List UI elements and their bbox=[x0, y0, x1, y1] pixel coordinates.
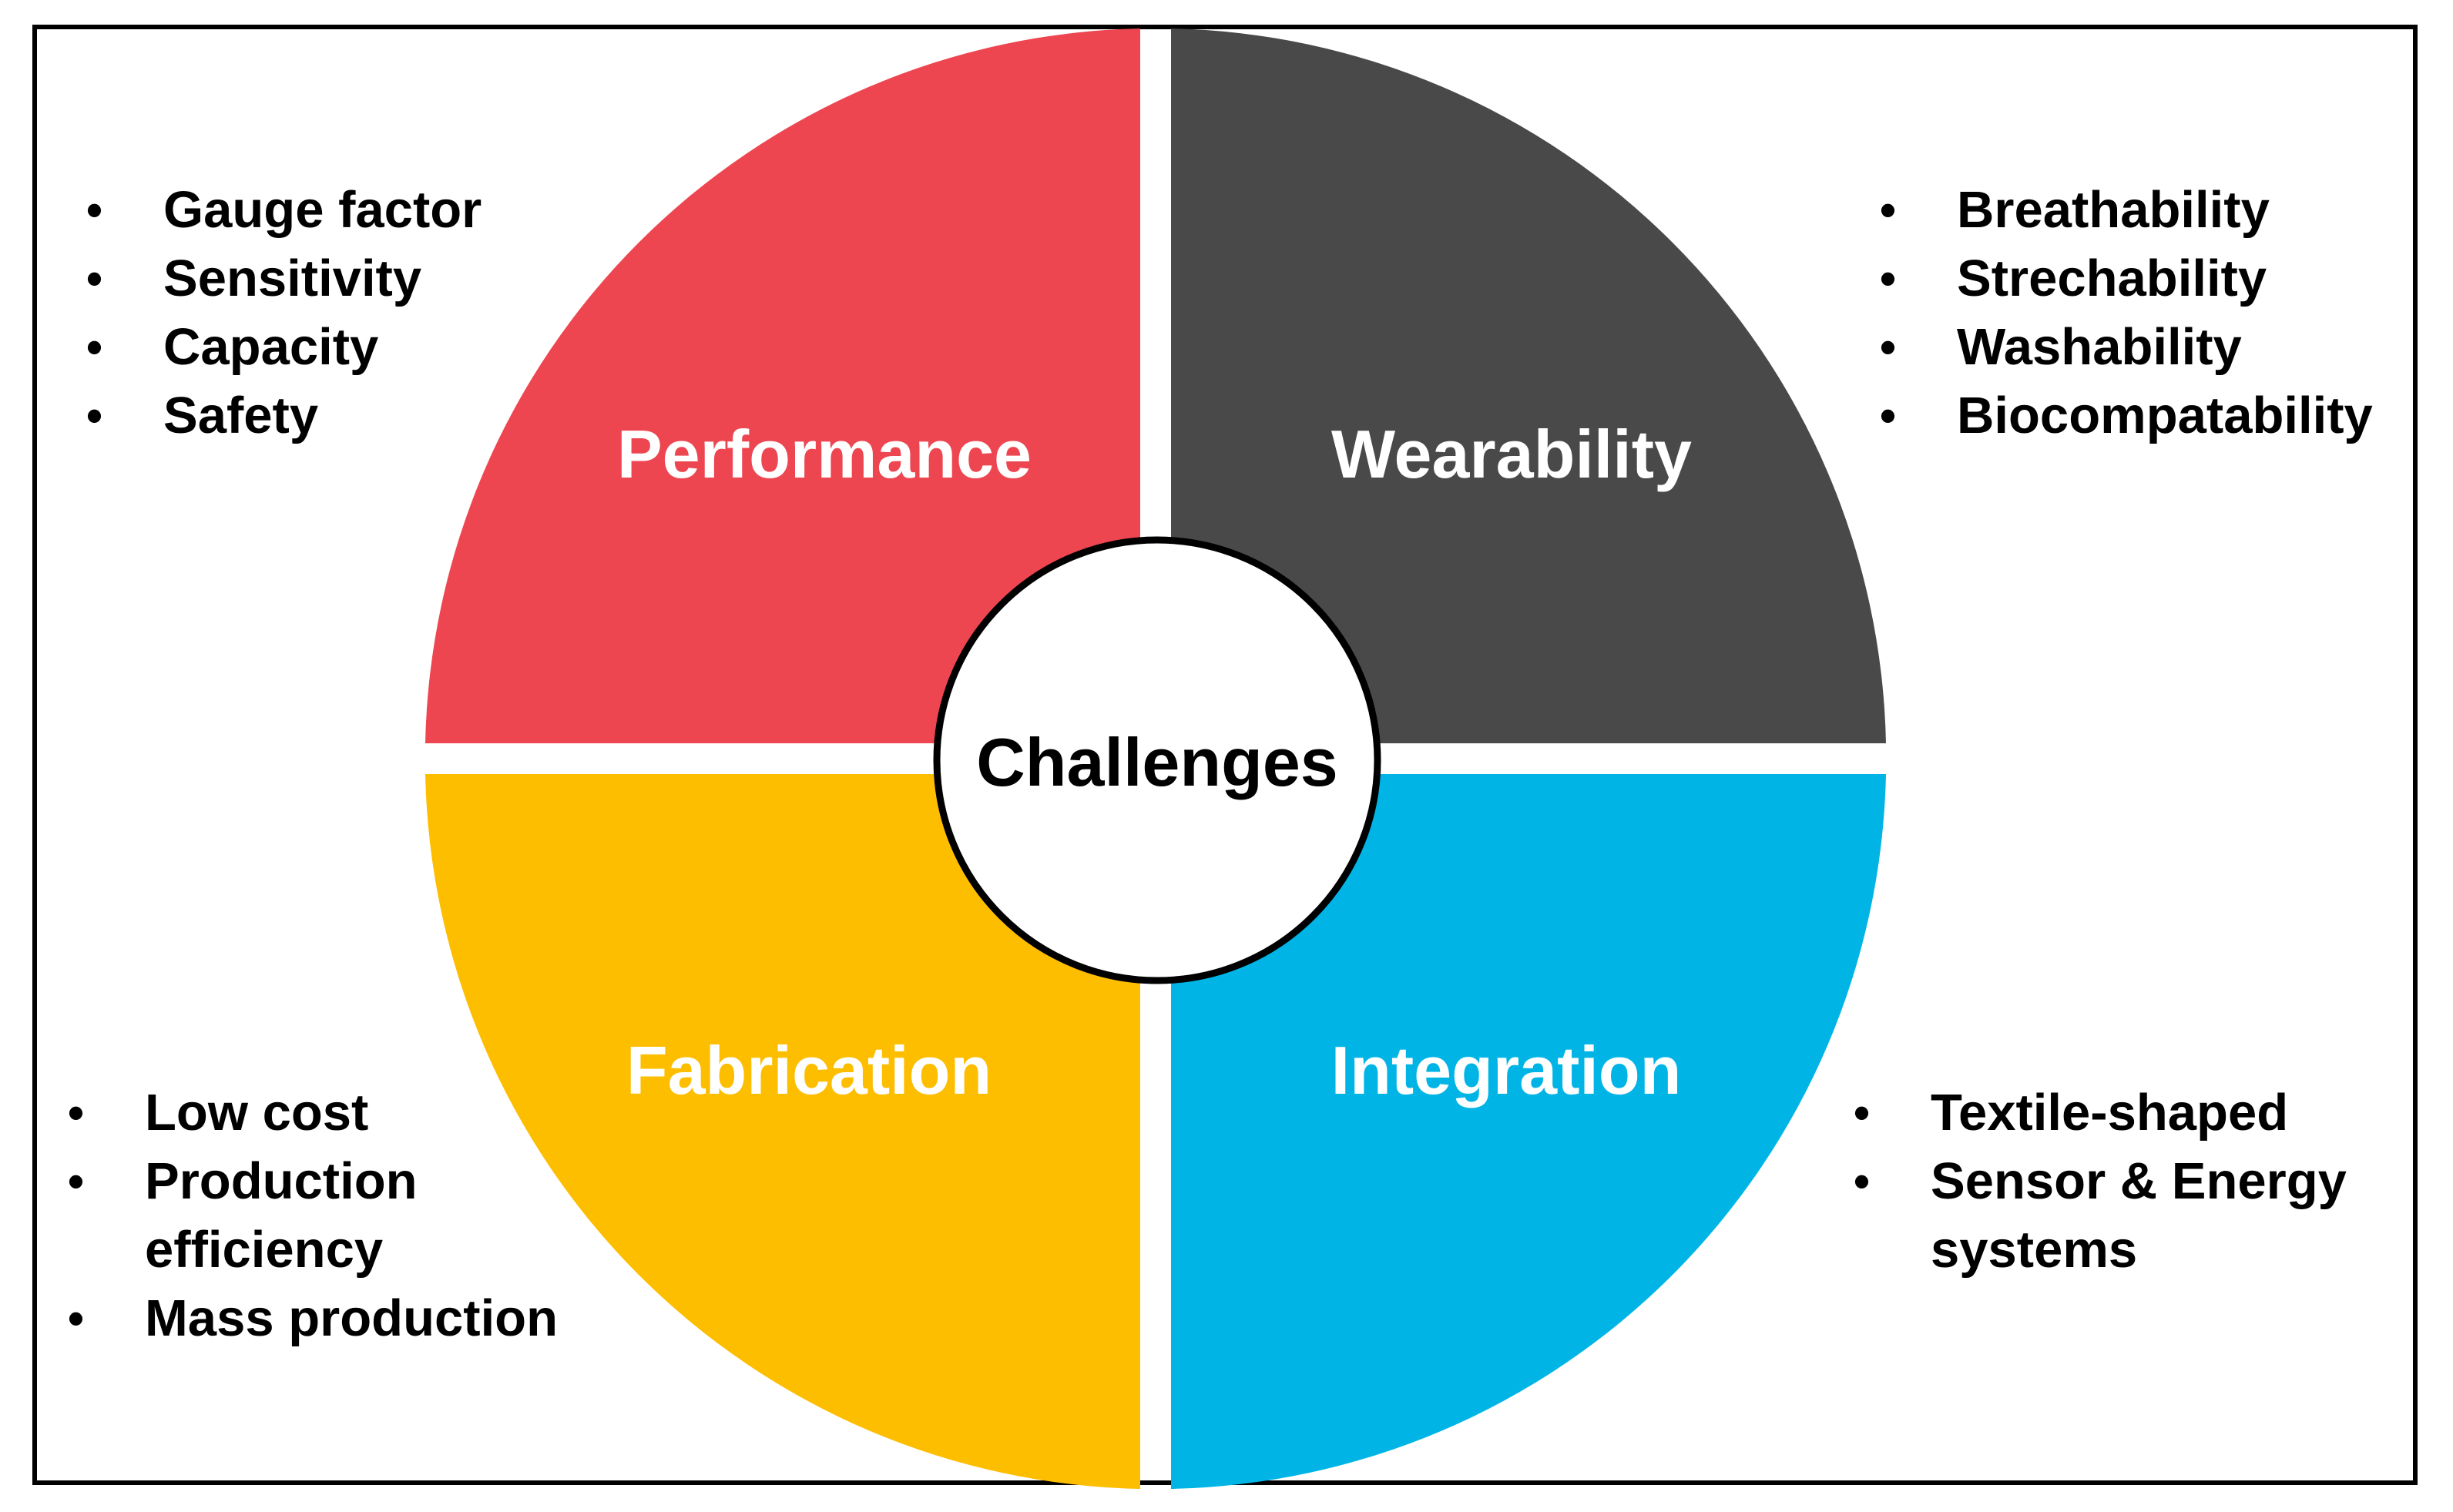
list-item: Low cost bbox=[68, 1078, 558, 1147]
list-item: Textile-shaped bbox=[1854, 1078, 2347, 1147]
performance-quadrant bbox=[425, 28, 1140, 743]
list-item: Sensor & Energy systems bbox=[1854, 1147, 2347, 1284]
list-item: Breathability bbox=[1880, 176, 2373, 244]
list-item: Strechability bbox=[1880, 244, 2373, 313]
list-item: Washability bbox=[1880, 313, 2373, 381]
list-item-continuation: systems bbox=[1931, 1221, 2138, 1279]
wearability-list: Breathability Strechability Washability … bbox=[1880, 176, 2373, 450]
list-item: Production efficiency bbox=[68, 1147, 558, 1284]
integration-label: Integration bbox=[1331, 1032, 1682, 1108]
wearability-label: Wearability bbox=[1331, 416, 1692, 492]
list-item: Capacity bbox=[86, 313, 482, 381]
list-item: Mass production bbox=[68, 1284, 558, 1353]
list-item: Biocompatability bbox=[1880, 381, 2373, 450]
list-item: Gauge factor bbox=[86, 176, 482, 244]
fabrication-quadrant bbox=[425, 774, 1140, 1489]
performance-label: Performance bbox=[617, 416, 1032, 492]
integration-list: Textile-shaped Sensor & Energy systems bbox=[1854, 1078, 2347, 1284]
list-item-continuation: efficiency bbox=[145, 1221, 384, 1279]
wearability-quadrant bbox=[1171, 28, 1886, 743]
performance-list: Gauge factor Sensitivity Capacity Safety bbox=[86, 176, 482, 450]
challenges-label: Challenges bbox=[976, 724, 1337, 800]
challenges-center-circle bbox=[933, 536, 1381, 984]
fabrication-label: Fabrication bbox=[626, 1032, 992, 1108]
integration-quadrant bbox=[1171, 774, 1886, 1489]
list-item: Sensitivity bbox=[86, 244, 482, 313]
fabrication-list: Low cost Production efficiency Mass prod… bbox=[68, 1078, 558, 1353]
list-item: Safety bbox=[86, 381, 482, 450]
